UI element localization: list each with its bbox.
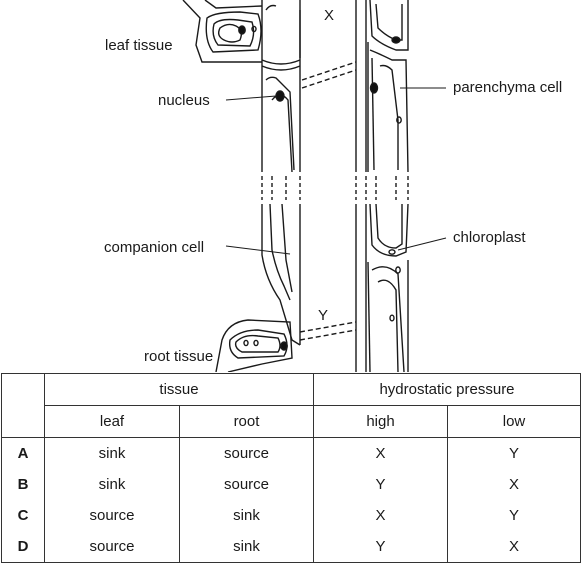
- header-high: high: [313, 405, 448, 438]
- label-nucleus: nucleus: [158, 92, 210, 109]
- label-point-y: Y: [318, 307, 329, 324]
- option-letter: D: [1, 531, 45, 563]
- header-leaf: leaf: [44, 405, 180, 438]
- cell-root: source: [179, 437, 314, 469]
- label-root-tissue: root tissue: [144, 348, 214, 365]
- parenchyma-cells: [367, 0, 409, 372]
- label-leaf-tissue: leaf tissue: [105, 37, 173, 54]
- table-row: A sink source X Y: [1, 437, 581, 469]
- answer-options-table: tissue hydrostatic pressure leaf root hi…: [1, 373, 581, 563]
- option-letter: B: [1, 469, 45, 500]
- table-sub-header-row: leaf root high low: [1, 405, 581, 438]
- cell-high: Y: [313, 469, 448, 500]
- leaf-tissue-cells: [182, 0, 263, 63]
- cell-root: sink: [179, 531, 314, 563]
- corner-cell: [1, 373, 45, 406]
- cell-leaf: source: [44, 531, 180, 563]
- cell-low: X: [447, 469, 581, 500]
- header-hydrostatic-pressure: hydrostatic pressure: [313, 373, 581, 406]
- cell-root: sink: [179, 500, 314, 531]
- sieve-tube-right: [355, 0, 409, 372]
- sieve-tube-left: [261, 0, 301, 346]
- cell-high: Y: [313, 531, 448, 563]
- cell-low: X: [447, 531, 581, 563]
- phloem-diagram: [182, 0, 447, 372]
- header-low: low: [447, 405, 581, 438]
- table-row: D source sink Y X: [1, 531, 581, 563]
- cell-leaf: sink: [44, 437, 180, 469]
- cell-root: source: [179, 469, 314, 500]
- corner-cell: [1, 405, 45, 438]
- header-tissue: tissue: [44, 373, 314, 406]
- cell-high: X: [313, 500, 448, 531]
- header-root: root: [179, 405, 314, 438]
- cell-leaf: sink: [44, 469, 180, 500]
- cell-low: Y: [447, 500, 581, 531]
- option-letter: A: [1, 437, 45, 469]
- cell-high: X: [313, 437, 448, 469]
- leader-lines: [225, 87, 447, 255]
- cell-leaf: source: [44, 500, 180, 531]
- label-parenchyma-cell: parenchyma cell: [453, 79, 563, 96]
- table-row: C source sink X Y: [1, 500, 581, 531]
- table-row: B sink source Y X: [1, 469, 581, 500]
- table-group-header-row: tissue hydrostatic pressure: [1, 373, 581, 406]
- cell-low: Y: [447, 437, 581, 469]
- option-letter: C: [1, 500, 45, 531]
- plasmodesmata: [299, 61, 357, 341]
- label-companion-cell: companion cell: [104, 239, 205, 256]
- label-point-x: X: [324, 7, 335, 24]
- label-chloroplast: chloroplast: [453, 229, 526, 246]
- root-tissue-cells: [215, 319, 293, 372]
